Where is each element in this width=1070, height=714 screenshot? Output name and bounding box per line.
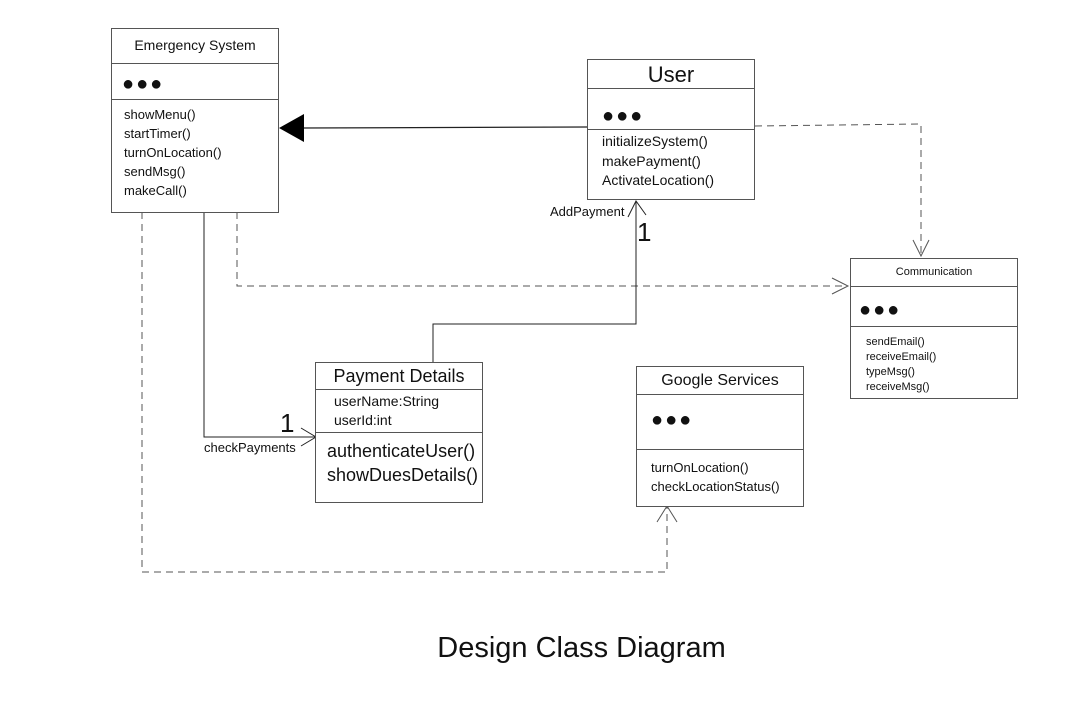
attributes-placeholder: ●●● [637, 395, 803, 450]
attribute-list: userName:String userId:int [316, 390, 482, 433]
method: showMenu() [124, 107, 196, 122]
attribute: userName:String [334, 393, 440, 409]
communication-top-arrowhead [912, 239, 930, 258]
method: startTimer() [124, 126, 191, 141]
check-payments-multiplicity: 1 [280, 408, 295, 438]
method: showDuesDetails() [327, 465, 479, 485]
method: makePayment() [602, 152, 701, 169]
attributes-placeholder: ●●● [588, 89, 754, 130]
method: initializeSystem() [602, 133, 708, 149]
add-payment-label: AddPayment [550, 204, 625, 219]
user-bottom-arrowhead [627, 200, 647, 218]
method-list: turnOnLocation() checkLocationStatus() [637, 450, 803, 496]
class-user: User ●●● initializeSystem() makePayment(… [587, 59, 755, 200]
method: sendMsg() [124, 164, 186, 179]
method: receiveMsg() [866, 381, 930, 393]
check-payments-label: checkPayments [204, 440, 296, 455]
class-name: User [588, 60, 754, 89]
emergency-to-payment-line [203, 212, 315, 438]
class-name: Emergency System [112, 29, 278, 64]
method-list: showMenu() startTimer() turnOnLocation()… [112, 100, 278, 200]
method: authenticateUser() [327, 441, 476, 461]
method: sendEmail() [866, 336, 925, 348]
method: typeMsg() [866, 366, 915, 378]
diagram-title: Design Class Diagram [437, 632, 726, 664]
attributes-placeholder: ●●● [112, 64, 278, 100]
class-name: Communication [851, 259, 1017, 287]
method-list: initializeSystem() makePayment() Activat… [588, 130, 754, 191]
method: turnOnLocation() [124, 145, 222, 160]
class-name: Google Services [637, 367, 803, 395]
class-name: Payment Details [316, 363, 482, 390]
emergency-to-communication-dashed [236, 212, 848, 287]
class-google-services: Google Services ●●● turnOnLocation() che… [636, 366, 804, 507]
payment-to-user-line [432, 201, 637, 363]
user-to-communication-dashed [754, 123, 922, 255]
emergency-to-google-dashed [141, 212, 668, 573]
method: turnOnLocation() [651, 460, 749, 475]
method: checkLocationStatus() [651, 479, 780, 494]
method: makeCall() [124, 183, 187, 198]
class-emergency-system: Emergency System ●●● showMenu() startTim… [111, 28, 279, 213]
class-payment-details: Payment Details userName:String userId:i… [315, 362, 483, 503]
user-to-emergency-line [301, 126, 588, 129]
method-list: sendEmail() receiveEmail() typeMsg() rec… [851, 327, 1017, 395]
method: receiveEmail() [866, 351, 937, 363]
generalization-arrowhead [279, 114, 304, 142]
attributes-placeholder: ●●● [851, 287, 1017, 327]
class-communication: Communication ●●● sendEmail() receiveEma… [850, 258, 1018, 399]
communication-left-arrowhead [831, 277, 850, 295]
attribute: userId:int [334, 412, 392, 428]
method-list: authenticateUser() showDuesDetails() [316, 433, 482, 487]
method: ActivateLocation() [602, 172, 715, 188]
add-payment-multiplicity: 1 [637, 217, 652, 247]
